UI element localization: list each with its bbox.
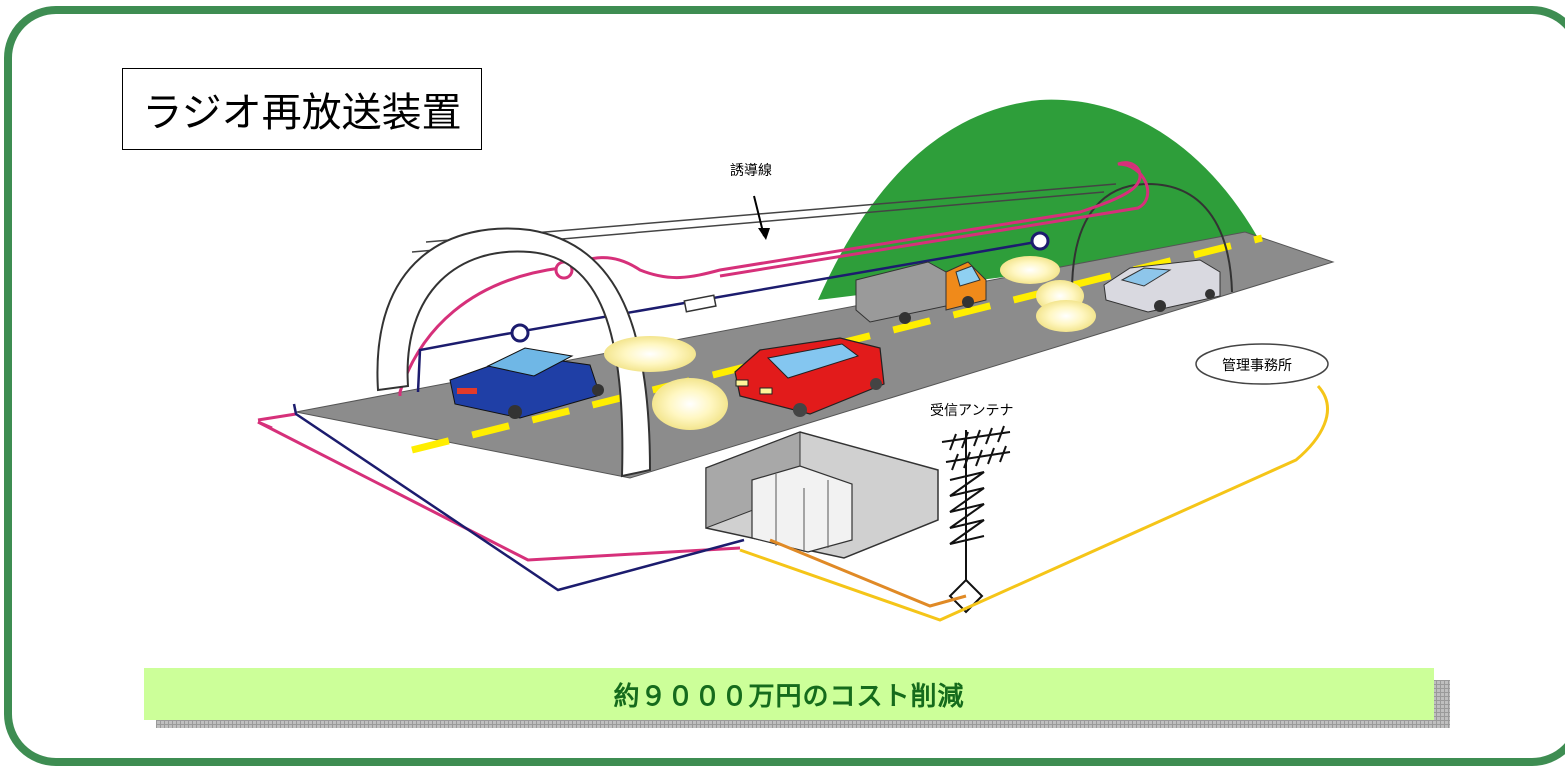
headlight-beam: [604, 336, 696, 372]
orange-cable: [769, 538, 967, 608]
navy-cable: [292, 240, 1037, 592]
diagram-title: ラジオ再放送装置: [122, 68, 482, 150]
blue-car: [449, 347, 604, 419]
cost-reduction-banner: 約９０００万円のコスト削減: [144, 668, 1434, 720]
tunnel-near-arch: [376, 227, 652, 478]
truck: [855, 261, 987, 324]
navy-cable-node-2: [1030, 231, 1050, 251]
red-car: [734, 337, 885, 417]
headlight-beam: [1036, 300, 1096, 332]
equipment-room: [705, 431, 939, 559]
management-office-ellipse: [1195, 343, 1329, 385]
yellow-cable: [739, 384, 1329, 622]
receiving-antenna-label: 受信アンテナ: [930, 403, 1014, 419]
leaky-feeder-box: [683, 294, 717, 313]
navy-cable-node-1: [510, 323, 530, 343]
management-office-label: 管理事務所: [1222, 358, 1292, 374]
headlight-beam: [1000, 256, 1060, 284]
induction-wire-label: 誘導線: [730, 163, 772, 179]
magenta-cable-front: [257, 412, 297, 430]
magenta-cable: [257, 161, 1150, 562]
receiving-antenna: [941, 425, 1011, 614]
induction-wire-arrow: [753, 195, 770, 240]
grey-van: [1103, 259, 1221, 313]
tunnel-far-arch: [1071, 182, 1233, 293]
headlight-beam: [652, 378, 728, 430]
